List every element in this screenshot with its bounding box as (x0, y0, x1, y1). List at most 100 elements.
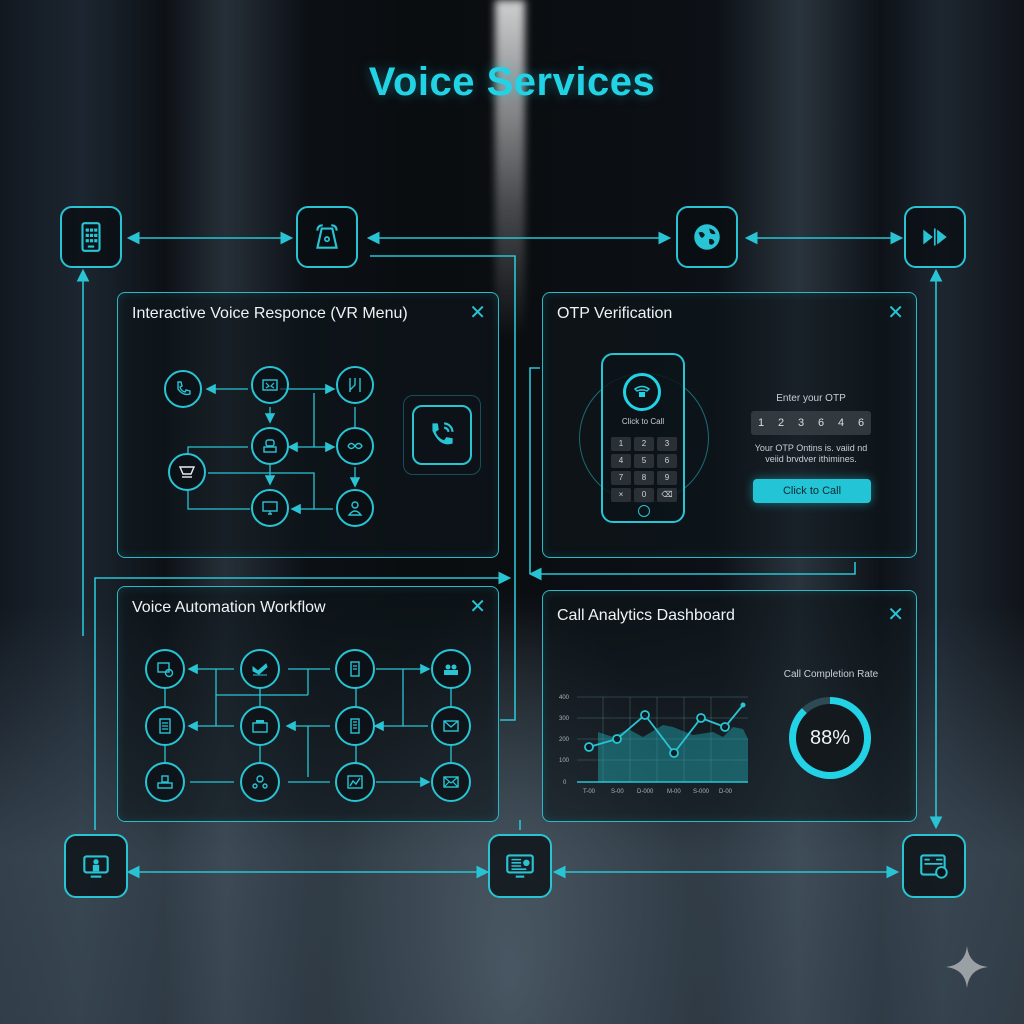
otp-digit: 2 (777, 417, 785, 429)
key-0[interactable]: 0 (634, 488, 654, 502)
x-tick: S-000 (693, 789, 710, 795)
wf-node-team[interactable] (431, 649, 471, 689)
ivr-node-message[interactable] (251, 366, 289, 404)
otp-digit: 6 (857, 417, 865, 429)
ivr-node-robot[interactable] (251, 427, 289, 465)
otp-digit: 6 (817, 417, 825, 429)
file-icon (350, 718, 360, 734)
gauge-value: 88% (796, 704, 864, 772)
monitor-agent-node[interactable] (64, 834, 128, 898)
form-icon (157, 662, 174, 678)
billing-card-icon (920, 854, 948, 879)
wf-node-list[interactable] (145, 706, 185, 746)
svg-text:100: 100 (559, 758, 570, 764)
ivr-flow-lines (187, 383, 361, 515)
otp-close-button[interactable]: ✕ (887, 302, 904, 324)
list-icon (159, 718, 171, 734)
workflow-flow-lines (164, 663, 452, 788)
ivr-feature-call-button[interactable] (403, 395, 481, 475)
key-backspace[interactable]: ⌫ (657, 488, 677, 502)
completion-gauge: 88% (789, 697, 871, 779)
user-icon (347, 501, 363, 516)
mail-icon (443, 720, 459, 732)
handshake-icon (252, 663, 268, 676)
home-button[interactable] (638, 505, 650, 517)
wf-node-form[interactable] (145, 649, 185, 689)
desk-phone-icon (316, 224, 338, 249)
otp-digit: 1 (757, 417, 765, 429)
phone-keypad: 1 2 3 4 5 6 7 8 9 × 0 ⌫ (611, 437, 677, 502)
key-5[interactable]: 5 (634, 454, 654, 468)
desk-phone-node[interactable] (296, 206, 358, 268)
key-2[interactable]: 2 (634, 437, 654, 451)
otp-digit: 4 (837, 417, 845, 429)
billing-card-node[interactable] (902, 834, 966, 898)
telephone-icon (633, 385, 651, 397)
wf-node-storefront[interactable] (145, 762, 185, 802)
x-tick: M-00 (667, 789, 681, 795)
robot-icon (263, 439, 277, 453)
keypad-phone-node[interactable] (60, 206, 122, 268)
ivr-node-loop[interactable] (336, 427, 374, 465)
mail-open-icon (443, 776, 459, 788)
wf-node-connect[interactable] (240, 762, 280, 802)
analytics-panel-title: Call Analytics Dashboard (557, 607, 735, 624)
key-7[interactable]: 7 (611, 471, 631, 485)
wf-node-handshake[interactable] (240, 649, 280, 689)
otp-input[interactable]: 1 2 3 6 4 6 (751, 411, 871, 435)
key-8[interactable]: 8 (634, 471, 654, 485)
wf-node-inbox[interactable] (240, 706, 280, 746)
key-clear[interactable]: × (611, 488, 631, 502)
key-9[interactable]: 9 (657, 471, 677, 485)
key-1[interactable]: 1 (611, 437, 631, 451)
page-title: Voice Services (368, 60, 656, 104)
ivr-close-button[interactable]: ✕ (469, 302, 486, 324)
cart-icon (178, 466, 196, 478)
otp-validity-line1: Your OTP Ontins is. vaiid nd (754, 443, 868, 453)
x-tick: D-000 (637, 789, 654, 795)
phone-ringing-icon (432, 422, 454, 445)
x-tick: S-00 (611, 789, 624, 795)
otp-digit: 3 (797, 417, 805, 429)
storefront-icon (157, 775, 173, 789)
fast-forward-icon (923, 228, 947, 246)
workflow-panel: Voice Automation Workflow ✕ (117, 586, 499, 822)
message-icon (262, 379, 278, 391)
phone-mockup: Click to Call 1 2 3 4 5 6 7 8 9 × 0 ⌫ (601, 353, 685, 523)
wf-node-analytics[interactable] (335, 762, 375, 802)
otp-validity-line2: veiid brvdver ithimines. (765, 454, 857, 464)
wf-node-document[interactable] (335, 649, 375, 689)
ivr-panel-title: Interactive Voice Responce (VR Menu) (132, 305, 408, 322)
wf-node-mail[interactable] (431, 706, 471, 746)
ivr-node-monitor[interactable] (251, 489, 289, 527)
ivr-node-branch[interactable] (336, 366, 374, 404)
analytics-close-button[interactable]: ✕ (887, 604, 904, 626)
ivr-node-phone-call[interactable] (164, 370, 202, 408)
monitor-icon (262, 501, 278, 515)
monitor-dashboard-node[interactable] (488, 834, 552, 898)
svg-text:0: 0 (563, 780, 567, 786)
wf-node-mail-open[interactable] (431, 762, 471, 802)
ivr-node-cart[interactable] (168, 453, 206, 491)
sparkle-logo-icon (946, 946, 988, 988)
connect-icon (252, 775, 268, 789)
otp-panel-title: OTP Verification (557, 305, 673, 322)
monitor-dashboard-icon (506, 854, 534, 878)
inbox-icon (252, 720, 268, 733)
key-3[interactable]: 3 (657, 437, 677, 451)
ivr-panel: Interactive Voice Responce (VR Menu) ✕ (117, 292, 499, 558)
svg-text:200: 200 (559, 737, 570, 743)
globe-icon (694, 224, 720, 250)
globe-node[interactable] (676, 206, 738, 268)
ivr-node-user[interactable] (336, 489, 374, 527)
document-icon (350, 661, 360, 677)
call-button-circle[interactable] (623, 373, 661, 411)
key-6[interactable]: 6 (657, 454, 677, 468)
key-4[interactable]: 4 (611, 454, 631, 468)
click-to-call-button[interactable]: Click to Call (753, 479, 871, 503)
fast-forward-node[interactable] (904, 206, 966, 268)
workflow-close-button[interactable]: ✕ (469, 596, 486, 618)
wf-node-file[interactable] (335, 706, 375, 746)
